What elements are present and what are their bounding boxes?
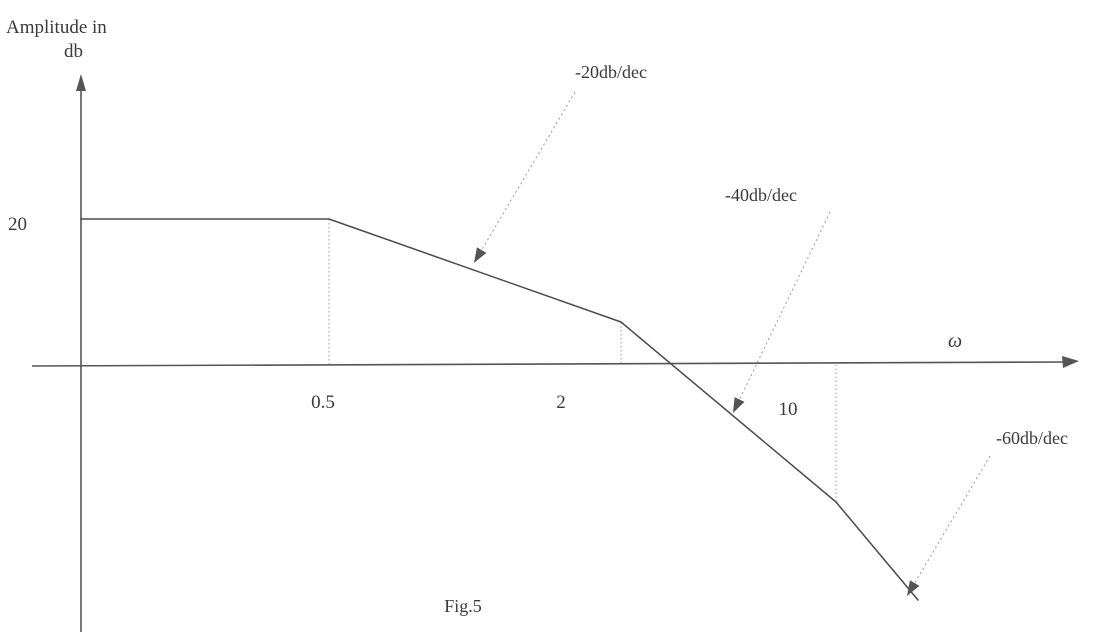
slope-label-1: -20db/dec (575, 62, 647, 82)
x-axis-arrowhead (1062, 356, 1079, 368)
figure-caption: Fig.5 (444, 596, 482, 616)
y-axis-arrowhead (76, 74, 86, 91)
slope-pointer-arrowhead-1 (474, 247, 487, 263)
slope-pointers (473, 91, 991, 597)
slope-pointer-arrowhead-3 (907, 580, 920, 596)
curve-point-3 (620, 321, 622, 323)
x-tick-label-1: 0.5 (311, 392, 335, 413)
y-axis-label: Amplitude in db (6, 17, 107, 62)
x-tick-label-2: 2 (556, 392, 566, 413)
curve-segment-2 (328, 218, 622, 323)
slope-pointer-2 (732, 211, 831, 414)
x-axis-label: ω (948, 330, 962, 352)
curve-point-5 (917, 599, 919, 601)
y-tick-label-1: 20 (8, 214, 27, 235)
slope-label-3: -60db/dec (996, 428, 1068, 448)
y-axis-label-line-1: Amplitude in (6, 17, 107, 38)
y-axis-label-line-2: db (64, 41, 83, 62)
slope-pointer-1 (473, 91, 576, 264)
curve-point-4 (835, 501, 837, 503)
magnitude-curve (80, 218, 919, 601)
slope-pointer-3 (906, 455, 991, 597)
text-labels: Amplitude in db ω 20 0.5 2 10 -20db/dec -40db/de… (6, 17, 1068, 616)
guide-lines (328, 219, 837, 502)
curve-point-2 (328, 218, 330, 220)
curve-point-1 (80, 218, 82, 220)
slope-pointer-arrowhead-2 (733, 397, 745, 413)
slope-label-2: -40db/dec (725, 185, 797, 205)
x-axis (31, 361, 1067, 367)
curve-segment-3 (620, 321, 837, 503)
axes (31, 74, 1079, 632)
x-tick-label-3: 10 (779, 399, 798, 420)
curve-segment-4 (835, 501, 919, 601)
